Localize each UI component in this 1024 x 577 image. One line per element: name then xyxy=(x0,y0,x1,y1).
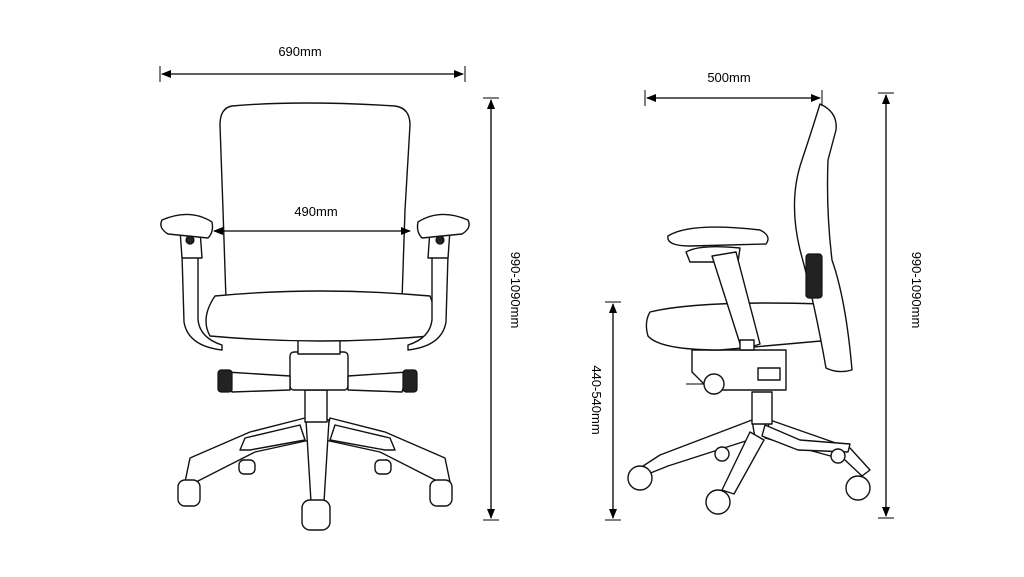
front-backrest xyxy=(219,102,411,301)
side-height-dimension xyxy=(878,92,894,519)
front-seat xyxy=(205,290,436,342)
side-mechanism xyxy=(686,349,787,395)
front-view-chair xyxy=(160,102,470,531)
side-depth-label: 500mm xyxy=(707,70,750,85)
front-right-armrest xyxy=(407,213,470,351)
side-backrest xyxy=(793,103,853,373)
seat-height-dimension xyxy=(605,301,621,521)
seat-height-label: 440-540mm xyxy=(589,365,604,434)
side-armrest xyxy=(667,226,769,351)
front-base xyxy=(177,417,453,531)
side-depth-dimension xyxy=(644,90,823,106)
side-view-chair xyxy=(627,103,871,515)
front-gas-cylinder xyxy=(304,389,328,423)
front-mechanism xyxy=(217,339,418,393)
side-gas-cylinder xyxy=(751,391,773,425)
side-lumbar-knob xyxy=(805,253,823,299)
seat-width-label: 490mm xyxy=(294,204,337,219)
front-width-dimension xyxy=(159,66,466,82)
side-height-label: 990-1090mm xyxy=(909,252,924,329)
front-left-armrest xyxy=(160,213,223,351)
front-width-label: 690mm xyxy=(278,44,321,59)
front-height-label: 990-1090mm xyxy=(508,252,523,329)
front-height-dimension xyxy=(483,97,499,521)
side-base xyxy=(627,419,871,515)
